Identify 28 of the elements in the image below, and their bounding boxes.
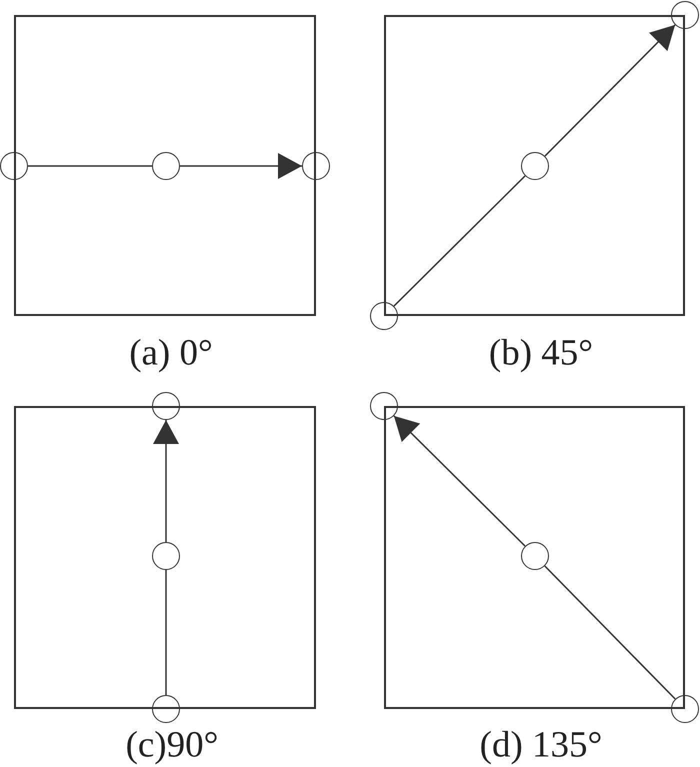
square-frame: [14, 406, 316, 709]
connector-line: [393, 175, 526, 307]
circle-marker: [370, 302, 398, 330]
arrow: [153, 420, 179, 542]
circle-marker: [0, 152, 28, 180]
figure-caption: (c)90°: [126, 726, 218, 764]
square-frame: [384, 406, 685, 709]
circle-marker: [370, 392, 398, 420]
figure-caption: (a) 0°: [129, 334, 213, 372]
circle-marker: [152, 695, 180, 723]
connector-line: [28, 165, 152, 167]
figure-caption: (b) 45°: [488, 334, 594, 372]
circle-marker: [671, 1, 699, 29]
square-frame: [14, 15, 316, 316]
arrow: [393, 415, 526, 547]
circle-marker: [152, 152, 180, 180]
circle-marker: [671, 695, 699, 723]
figure-caption: (d) 135°: [480, 726, 602, 764]
connector-line: [544, 565, 676, 700]
circle-marker: [152, 392, 180, 420]
circle-marker: [302, 152, 330, 180]
connector-line: [165, 570, 167, 695]
circle-marker: [152, 542, 180, 570]
arrow: [544, 24, 676, 157]
circle-marker: [521, 542, 549, 570]
arrow: [180, 153, 302, 179]
circle-marker: [521, 152, 549, 180]
square-frame: [384, 15, 685, 316]
